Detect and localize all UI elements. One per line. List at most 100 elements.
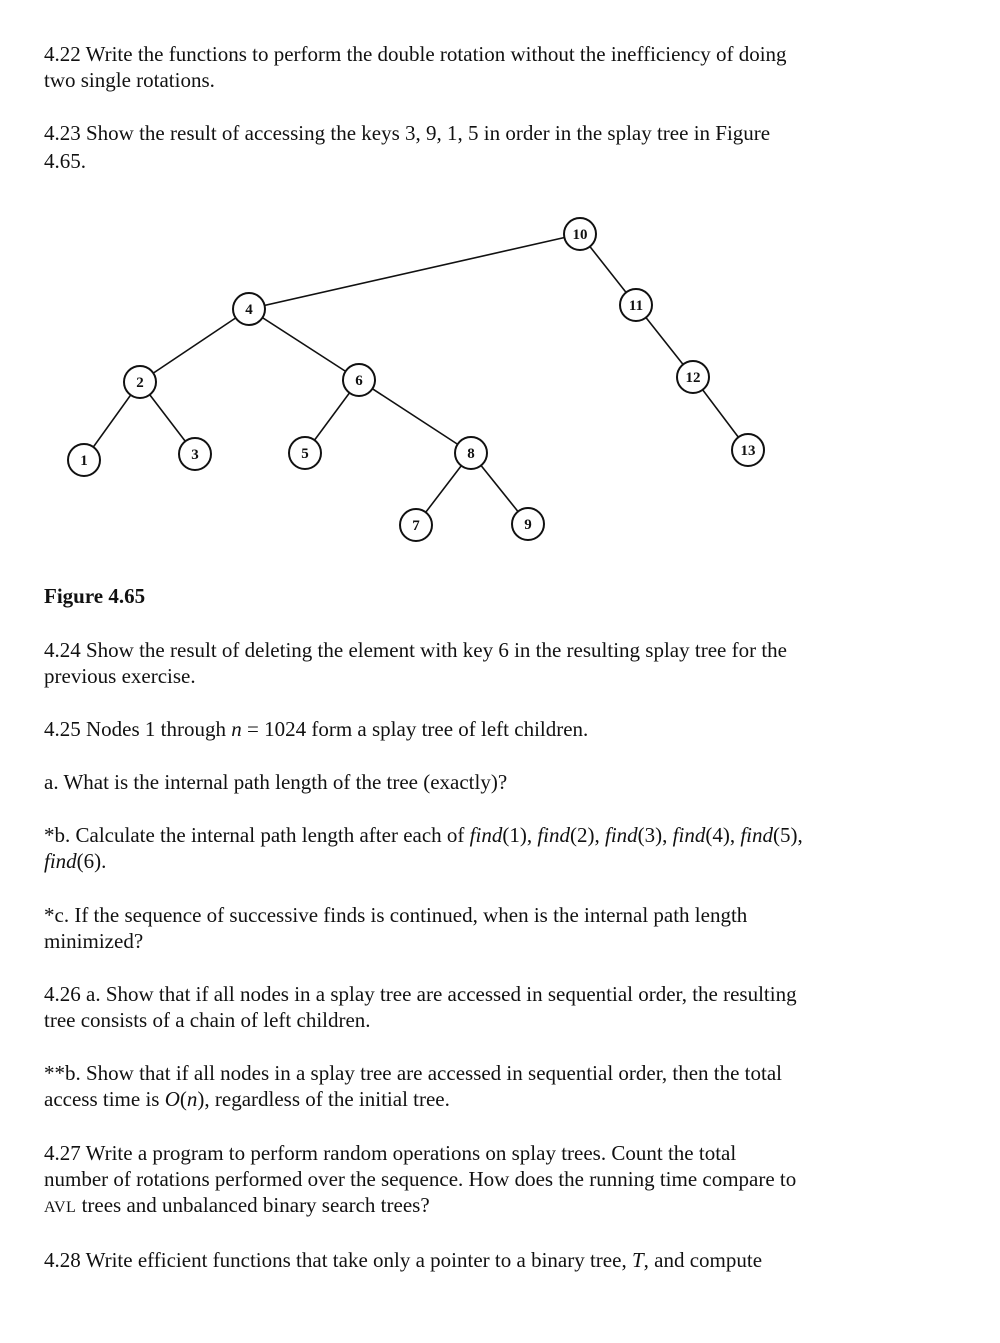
tree-node-3: 3 (178, 437, 212, 471)
exercise-4-27-line1: 4.27 Write a program to perform random o… (44, 1141, 737, 1165)
exercise-4-25: 4.25 Nodes 1 through n = 1024 form a spl… (44, 716, 894, 742)
var-t: T (631, 1248, 644, 1272)
exercise-4-27-line3-rest: trees and unbalanced binary search trees… (76, 1193, 430, 1217)
paren-open: ( (179, 1087, 187, 1111)
exercise-4-25-b-line1: *b. Calculate the internal path length a… (44, 822, 894, 848)
tree-node-5: 5 (288, 436, 322, 470)
tree-node-10: 10 (563, 217, 597, 251)
exercise-4-24: 4.24 Show the result of deleting the ele… (44, 637, 894, 689)
tree-node-7: 7 (399, 508, 433, 542)
tree-node-circle (342, 363, 376, 397)
tree-node-label: 2 (136, 375, 144, 391)
find-fn: find (740, 823, 774, 847)
tree-node-circle (123, 365, 157, 399)
exercise-4-26-b-line2: access time is O(n), regardless of the i… (44, 1086, 894, 1112)
exercise-4-25-n: n (231, 717, 242, 741)
figure-caption: Figure 4.65 (44, 584, 146, 608)
find-fn: find (672, 823, 706, 847)
exercise-4-25-c-line2: minimized? (44, 929, 144, 953)
exercise-4-26-a: 4.26 a. Show that if all nodes in a spla… (44, 981, 894, 1033)
tree-node-label: 10 (573, 227, 588, 243)
tree-node-label: 13 (741, 443, 756, 459)
tree-node-1: 1 (67, 443, 101, 477)
find-arg: (6). (76, 849, 107, 873)
tree-node-circle (232, 292, 266, 326)
exercise-4-26-b: **b. Show that if all nodes in a splay t… (44, 1060, 894, 1112)
exercise-4-25-c: *c. If the sequence of successive finds … (44, 902, 894, 954)
tree-node-circle (731, 433, 765, 467)
tree-edges (83, 233, 749, 526)
exercise-4-25-c-line1: *c. If the sequence of successive finds … (44, 903, 748, 927)
exercise-4-25-b: *b. Calculate the internal path length a… (44, 822, 894, 874)
var-n: n (186, 1087, 198, 1111)
exercise-4-24-line2: previous exercise. (44, 664, 196, 688)
tree-node-label: 12 (686, 370, 701, 386)
tree-node-circle (288, 436, 322, 470)
tree-node-circle (454, 436, 488, 470)
exercise-4-22: 4.22 Write the functions to perform the … (44, 41, 894, 93)
exercise-4-25-suffix: = 1024 form a splay tree of left childre… (241, 717, 589, 741)
tree-edge-4-2 (139, 308, 250, 383)
tree-node-circle (676, 360, 710, 394)
exercise-4-23: 4.23 Show the result of accessing the ke… (44, 120, 894, 174)
tree-node-12: 12 (676, 360, 710, 394)
tree-node-label: 3 (191, 447, 199, 463)
tree-node-circle (178, 437, 212, 471)
exercise-4-27-line3: AVL trees and unbalanced binary search t… (44, 1192, 894, 1221)
big-o: O (164, 1087, 180, 1111)
exercise-4-25-prefix: 4.25 Nodes 1 through (44, 717, 232, 741)
tree-edge-4-6 (248, 308, 360, 381)
find-arg: (5), (773, 823, 803, 847)
exercise-4-26-b-prefix: access time is (44, 1087, 165, 1111)
find-fn: find (469, 823, 503, 847)
tree-node-label: 11 (629, 298, 643, 314)
tree-node-label: 6 (355, 373, 363, 389)
tree-node-13: 13 (731, 433, 765, 467)
tree-node-circle (67, 443, 101, 477)
find-arg: (1), (502, 823, 538, 847)
exercise-4-22-line1: 4.22 Write the functions to perform the … (44, 42, 787, 66)
tree-node-2: 2 (123, 365, 157, 399)
exercise-4-25-b-line2: find(6). (44, 848, 894, 874)
find-arg: (3), (637, 823, 673, 847)
exercise-4-26-a-line1: 4.26 a. Show that if all nodes in a spla… (44, 982, 797, 1006)
tree-node-label: 4 (245, 302, 253, 318)
exercise-4-22-line2: two single rotations. (44, 68, 215, 92)
tree-node-label: 8 (467, 446, 475, 462)
tree-node-label: 1 (80, 453, 88, 469)
exercise-4-25-a: a. What is the internal path length of t… (44, 770, 508, 794)
find-fn: find (44, 849, 77, 873)
exercise-4-24-line1: 4.24 Show the result of deleting the ele… (44, 638, 787, 662)
find-arg: (2), (570, 823, 605, 847)
tree-node-9: 9 (511, 507, 545, 541)
exercise-4-23-line2: 4.65. (44, 149, 86, 173)
exercise-4-28: 4.28 Write efficient functions that take… (44, 1247, 894, 1273)
tree-node-11: 11 (619, 288, 653, 322)
tree-node-label: 7 (412, 518, 420, 534)
exercise-4-28-prefix: 4.28 Write efficient functions that take… (44, 1248, 632, 1272)
exercise-4-26-b-suffix: ), regardless of the initial tree. (197, 1087, 450, 1111)
tree-node-circle (511, 507, 545, 541)
exercise-4-23-line1: 4.23 Show the result of accessing the ke… (44, 121, 771, 145)
exercise-4-26-a-line2: tree consists of a chain of left childre… (44, 1008, 371, 1032)
tree-node-6: 6 (342, 363, 376, 397)
tree-node-8: 8 (454, 436, 488, 470)
tree-node-circle (563, 217, 597, 251)
exercise-4-25-b-prefix: *b. Calculate the internal path length a… (44, 823, 470, 847)
tree-node-label: 5 (301, 446, 309, 462)
avl-term: AVL (44, 1199, 77, 1216)
exercise-4-27: 4.27 Write a program to perform random o… (44, 1140, 894, 1221)
exercise-4-28-suffix: , and compute (643, 1248, 763, 1272)
tree-node-label: 9 (524, 517, 532, 533)
tree-node-circle (619, 288, 653, 322)
exercise-4-27-line2: number of rotations performed over the s… (44, 1167, 797, 1191)
find-fn: find (605, 823, 638, 847)
find-arg: (4), (705, 823, 741, 847)
tree-edge-6-8 (358, 379, 472, 454)
find-fn: find (537, 823, 570, 847)
tree-node-circle (399, 508, 433, 542)
tree-node-4: 4 (232, 292, 266, 326)
tree-edge-10-4 (248, 233, 581, 310)
